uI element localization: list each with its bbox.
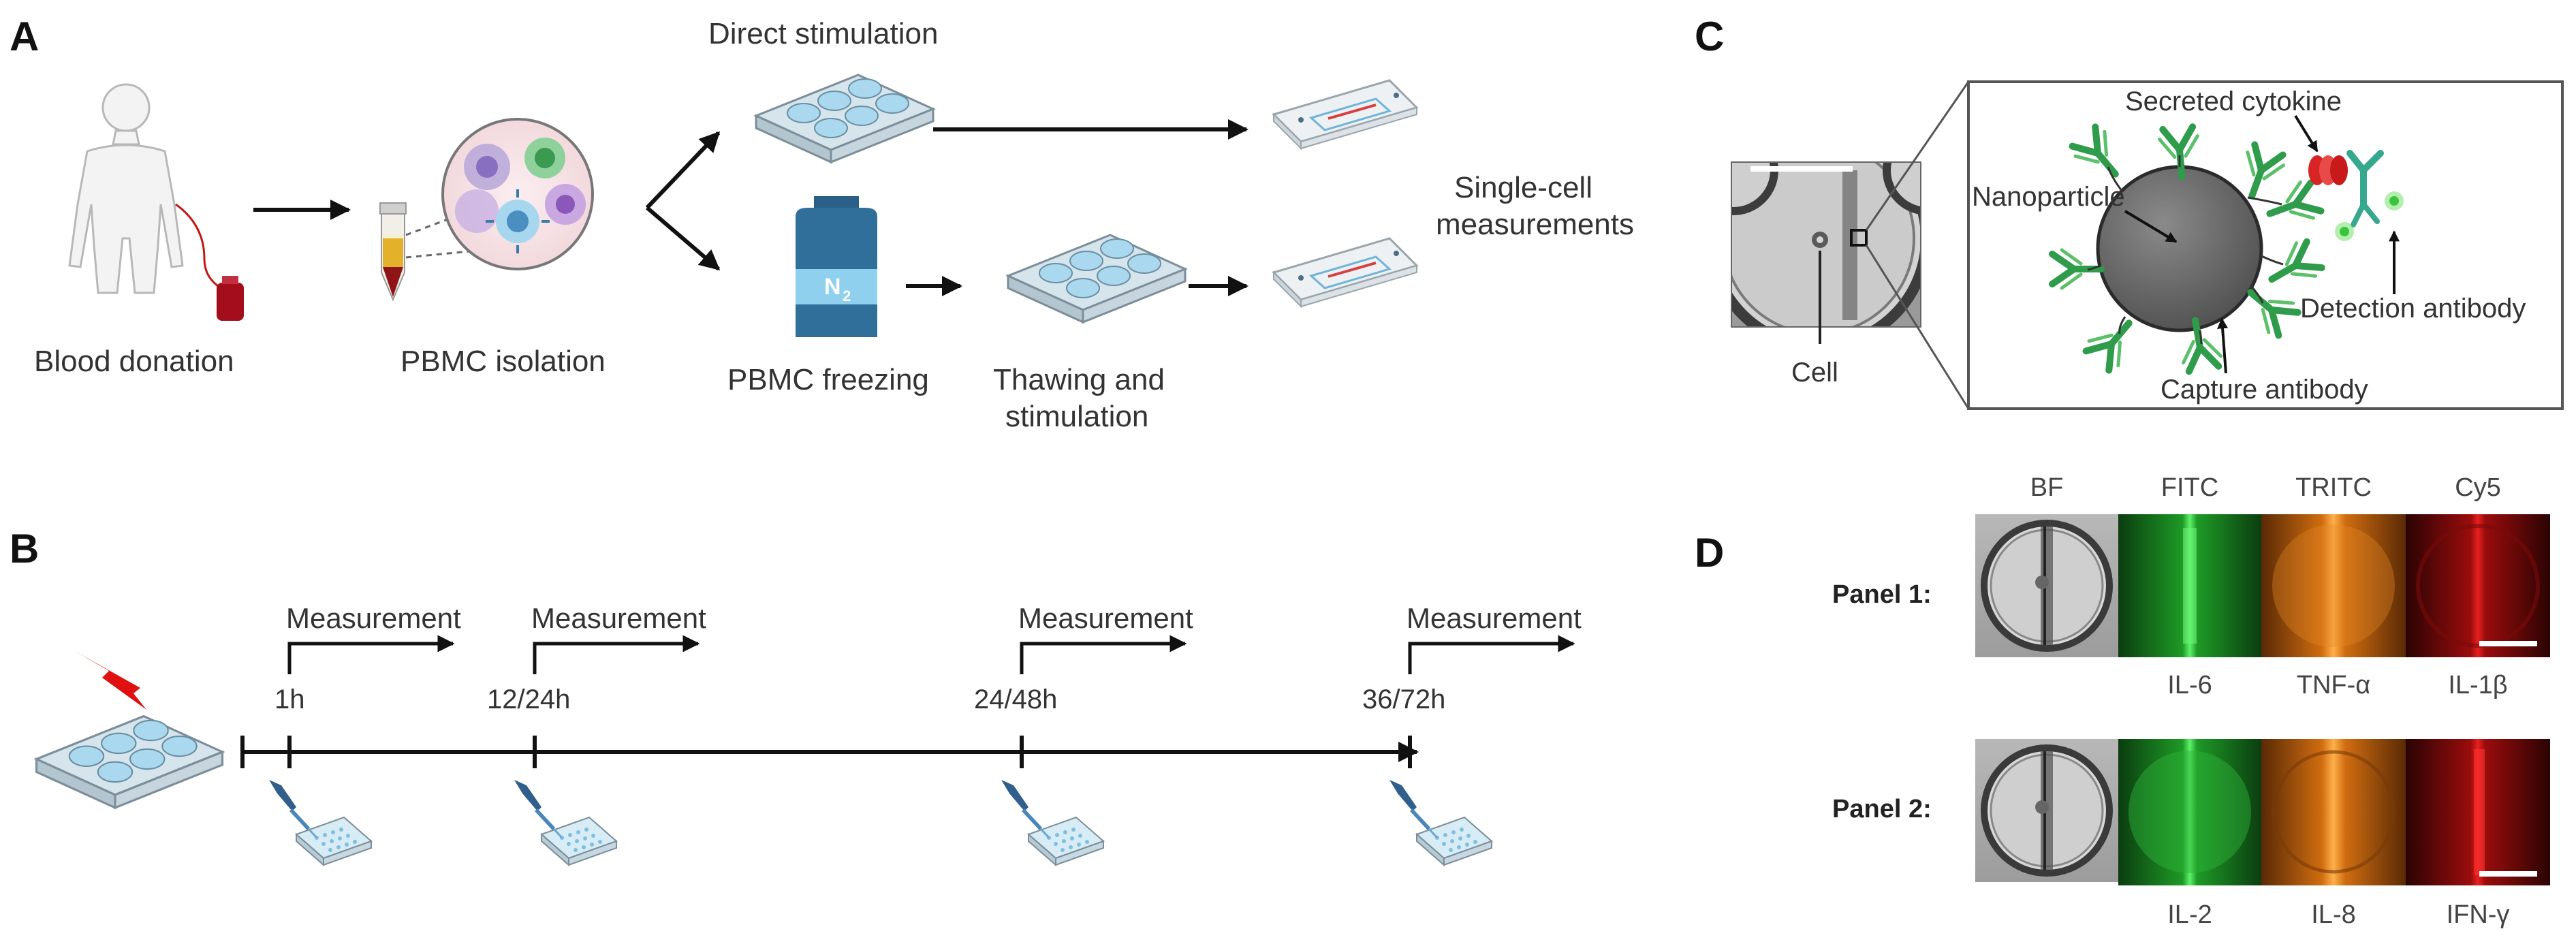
zoom-box bbox=[1850, 229, 1868, 247]
measurement-label: Measurement bbox=[1018, 602, 1193, 634]
channel-header: Cy5 bbox=[2455, 473, 2501, 502]
timepoint-label: 24/48h bbox=[974, 685, 1057, 714]
zoom-connector-bottom bbox=[1865, 245, 1970, 409]
pipette-plate-icon bbox=[268, 778, 373, 866]
timepoint-label: 1h bbox=[274, 685, 305, 714]
marker-label: TNF-α bbox=[2297, 671, 2371, 699]
panel-c-label: C bbox=[1695, 14, 1724, 59]
panel1-tritc-image bbox=[2261, 514, 2406, 657]
plate-direct-icon bbox=[755, 74, 934, 163]
panel2-bf-image bbox=[1975, 739, 2118, 882]
marker-label: IL-8 bbox=[2311, 900, 2355, 929]
measurement-arrow bbox=[533, 635, 700, 674]
nanoparticle-label: Nanoparticle bbox=[1972, 182, 2125, 212]
timepoint-label: 36/72h bbox=[1362, 685, 1445, 714]
plate-thaw-icon bbox=[1007, 234, 1187, 324]
blood-tube-icon bbox=[175, 203, 219, 287]
pbmc-cells-icon bbox=[441, 118, 594, 270]
panel-a: A Blood donation bbox=[10, 14, 1634, 433]
detection-antibody-label: Detection antibody bbox=[2300, 294, 2526, 324]
capture-antibody-label: Capture antibody bbox=[2161, 375, 2368, 405]
measurement-label: Measurement bbox=[1407, 602, 1582, 634]
timepoint-label: 12/24h bbox=[487, 685, 570, 714]
measurement-arrow bbox=[1020, 635, 1187, 674]
measurement-label: Measurement bbox=[531, 602, 706, 634]
pbmc-isolation-label: PBMC isolation bbox=[400, 345, 606, 378]
arrow-split-up bbox=[645, 131, 721, 210]
pbmc-freezing-label: PBMC freezing bbox=[727, 363, 929, 396]
panel2-tritc-image bbox=[2261, 739, 2406, 885]
timeline-ticks: 1h Measurement 12/24h Measurement 24/48h Meas… bbox=[268, 602, 1582, 866]
blood-donation-label: Blood donation bbox=[34, 345, 234, 378]
blood-bag-icon bbox=[217, 276, 244, 321]
channel-header: FITC bbox=[2161, 473, 2218, 502]
marker-label: IL-1β bbox=[2448, 671, 2507, 699]
panel-b: B 1h Measurement 12/24h Measurement 24/48h Me… bbox=[10, 526, 1582, 866]
pipette-plate-icon bbox=[1000, 778, 1105, 866]
channel-header: TRITC bbox=[2295, 473, 2372, 502]
marker-label: IL-2 bbox=[2167, 900, 2212, 929]
plate-stimulated-icon bbox=[35, 714, 224, 809]
microwell-brightfield-image bbox=[1731, 161, 1921, 328]
liquid-nitrogen-tank-icon: N 2 bbox=[796, 196, 877, 337]
chip-thaw-icon bbox=[1272, 237, 1418, 308]
single-cell-label-line1: Single-cell bbox=[1454, 171, 1592, 204]
human-figure-icon bbox=[68, 83, 184, 294]
assay-detail-box bbox=[1967, 80, 2564, 410]
thawing-label-line2: stimulation bbox=[1005, 400, 1148, 433]
capture-antibody-pointer bbox=[2217, 317, 2229, 374]
single-cell-label-line2: measurements bbox=[1436, 208, 1634, 241]
panel-c: C Cell bbox=[1695, 14, 2564, 410]
n2-label: N bbox=[824, 274, 841, 300]
thawing-label-line1: Thawing and bbox=[993, 363, 1165, 396]
arrow-split-down bbox=[646, 206, 721, 271]
panel1-row-label: Panel 1: bbox=[1832, 580, 1932, 609]
zoom-line-bottom bbox=[405, 249, 477, 259]
measurement-label: Measurement bbox=[286, 602, 461, 634]
panel-a-label: A bbox=[10, 14, 39, 59]
pipette-plate-icon bbox=[513, 778, 618, 866]
chip-direct-icon bbox=[1272, 79, 1418, 150]
antibody-linkers bbox=[2087, 155, 2284, 345]
marker-label: IFN-γ bbox=[2447, 900, 2510, 929]
panel2-fitc-image bbox=[2118, 739, 2261, 885]
secreted-cytokine-icon bbox=[2308, 155, 2348, 185]
panel-b-label: B bbox=[10, 526, 39, 571]
marker-label: IL-6 bbox=[2167, 671, 2212, 699]
measurement-arrow bbox=[287, 635, 455, 674]
zoom-connector-top bbox=[1865, 81, 1970, 231]
channel-headers: BF FITC TRITC Cy5 bbox=[2030, 473, 2501, 502]
panel1-cy5-image bbox=[2406, 514, 2550, 657]
n2-subscript: 2 bbox=[843, 287, 851, 304]
cell-label: Cell bbox=[1791, 358, 1838, 388]
panel-d-label: D bbox=[1695, 530, 1724, 576]
centrifuge-tube-icon bbox=[379, 202, 407, 302]
secreted-cytokine-label: Secreted cytokine bbox=[2125, 86, 2342, 116]
panel2-row-label: Panel 2: bbox=[1832, 795, 1932, 823]
panel2-cy5-image bbox=[2406, 739, 2550, 885]
pipette-plate-icon bbox=[1388, 778, 1493, 866]
red-stimulus-arrow-icon bbox=[74, 650, 146, 710]
panel1-fitc-image bbox=[2118, 514, 2261, 657]
cytokine-pointer bbox=[2294, 114, 2319, 153]
channel-header: BF bbox=[2030, 473, 2064, 502]
panel-d: D BF FITC TRITC Cy5 Panel 1: Panel 2: bbox=[1695, 473, 2550, 929]
nanoparticle-pointer bbox=[2124, 210, 2178, 243]
direct-stimulation-label: Direct stimulation bbox=[708, 17, 938, 50]
detection-antibody-icon bbox=[2335, 150, 2404, 241]
panel1-bf-image bbox=[1975, 514, 2118, 657]
measurement-arrow bbox=[1408, 635, 1575, 674]
